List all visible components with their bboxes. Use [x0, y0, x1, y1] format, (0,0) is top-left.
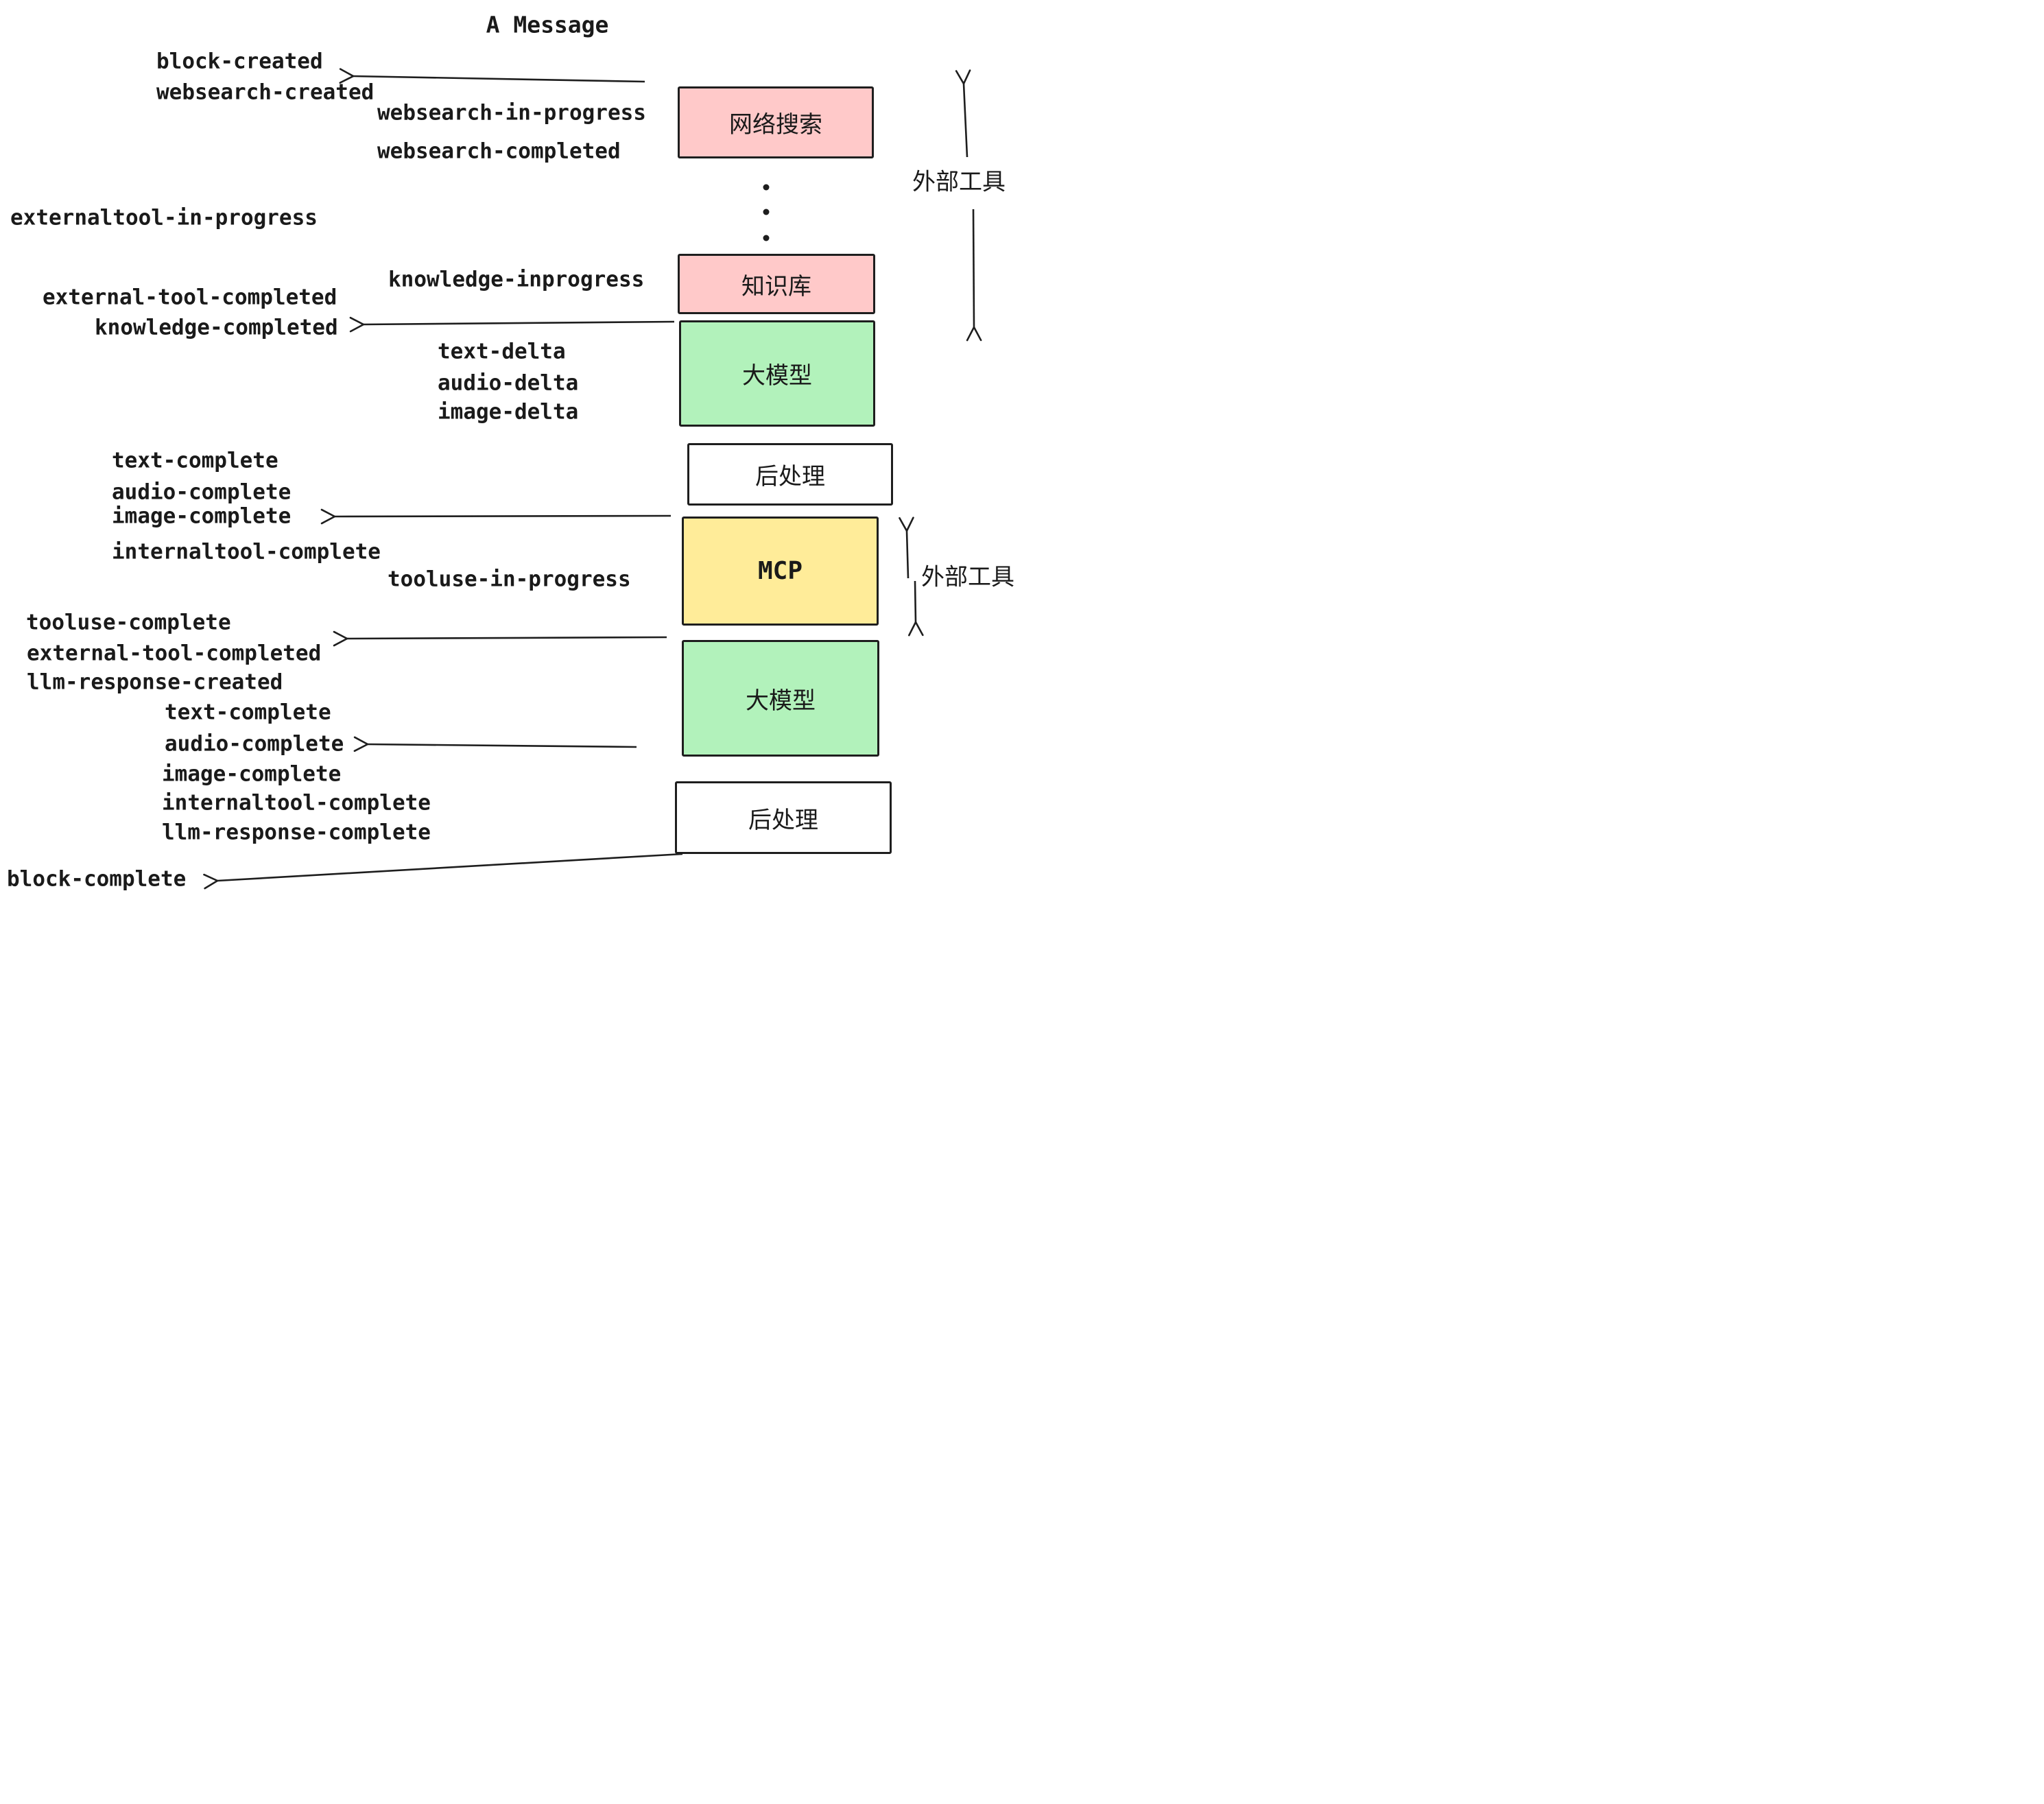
- external-tools-arrow-down-mcp: [915, 580, 916, 622]
- diagram-canvas: A Message 网络搜索 知识库 大模型 后处理 MCP 大模型 后处理 外…: [0, 0, 1022, 902]
- event-label: externaltool-in-progress: [10, 205, 318, 230]
- event-label: tooluse-in-progress: [388, 567, 631, 592]
- event-label: image-complete: [162, 761, 342, 787]
- box-postprocess-1: 后处理: [687, 443, 893, 506]
- event-label: block-created: [156, 49, 323, 74]
- event-label: image-delta: [438, 399, 579, 425]
- ellipsis-dot: [763, 235, 770, 241]
- arrow-image-complete: [335, 516, 672, 517]
- box-websearch: 网络搜索: [678, 86, 874, 158]
- ellipsis-dot: [763, 184, 770, 191]
- event-label: websearch-in-progress: [377, 100, 646, 126]
- event-label: websearch-completed: [377, 139, 621, 164]
- external-tools-label-top: 外部工具: [912, 168, 1006, 196]
- ellipsis-dot: [763, 209, 770, 215]
- event-label: image-complete: [112, 503, 292, 529]
- event-label: knowledge-inprogress: [388, 267, 645, 292]
- arrow-block-complete: [217, 853, 683, 881]
- arrow-audio-complete: [368, 744, 637, 747]
- external-tools-arrow-down-top: [973, 209, 974, 327]
- event-label: external-tool-completed: [27, 641, 322, 666]
- event-label: audio-complete: [112, 479, 292, 505]
- event-label: external-tool-completed: [43, 285, 337, 310]
- box-mcp: MCP: [682, 517, 879, 626]
- arrow-knowledge-completed: [364, 322, 675, 324]
- event-label: block-complete: [7, 866, 187, 892]
- event-label: internaltool-complete: [112, 539, 381, 565]
- event-label: knowledge-completed: [95, 315, 338, 340]
- box-knowledge: 知识库: [678, 254, 875, 314]
- external-tools-arrow-up-mcp: [907, 531, 908, 579]
- event-label: audio-complete: [165, 731, 344, 757]
- event-label: text-delta: [438, 339, 566, 364]
- event-label: text-complete: [165, 700, 331, 725]
- external-tools-label-mcp: 外部工具: [921, 563, 1014, 591]
- page-title: A Message: [486, 11, 609, 38]
- box-llm-1: 大模型: [679, 320, 875, 427]
- event-label: llm-response-complete: [162, 820, 431, 845]
- event-label: websearch-created: [156, 80, 375, 105]
- connector-layer: [0, 0, 1022, 902]
- event-label: tooluse-complete: [26, 610, 231, 635]
- event-label: internaltool-complete: [162, 790, 431, 816]
- event-label: text-complete: [112, 448, 278, 473]
- event-label: audio-delta: [438, 370, 579, 396]
- arrow-tooluse-complete: [347, 637, 667, 639]
- box-llm-2: 大模型: [682, 640, 879, 757]
- box-postprocess-2: 后处理: [675, 781, 892, 854]
- arrow-block-created: [353, 76, 645, 82]
- event-label: llm-response-created: [27, 669, 283, 695]
- external-tools-arrow-up-top: [964, 84, 967, 158]
